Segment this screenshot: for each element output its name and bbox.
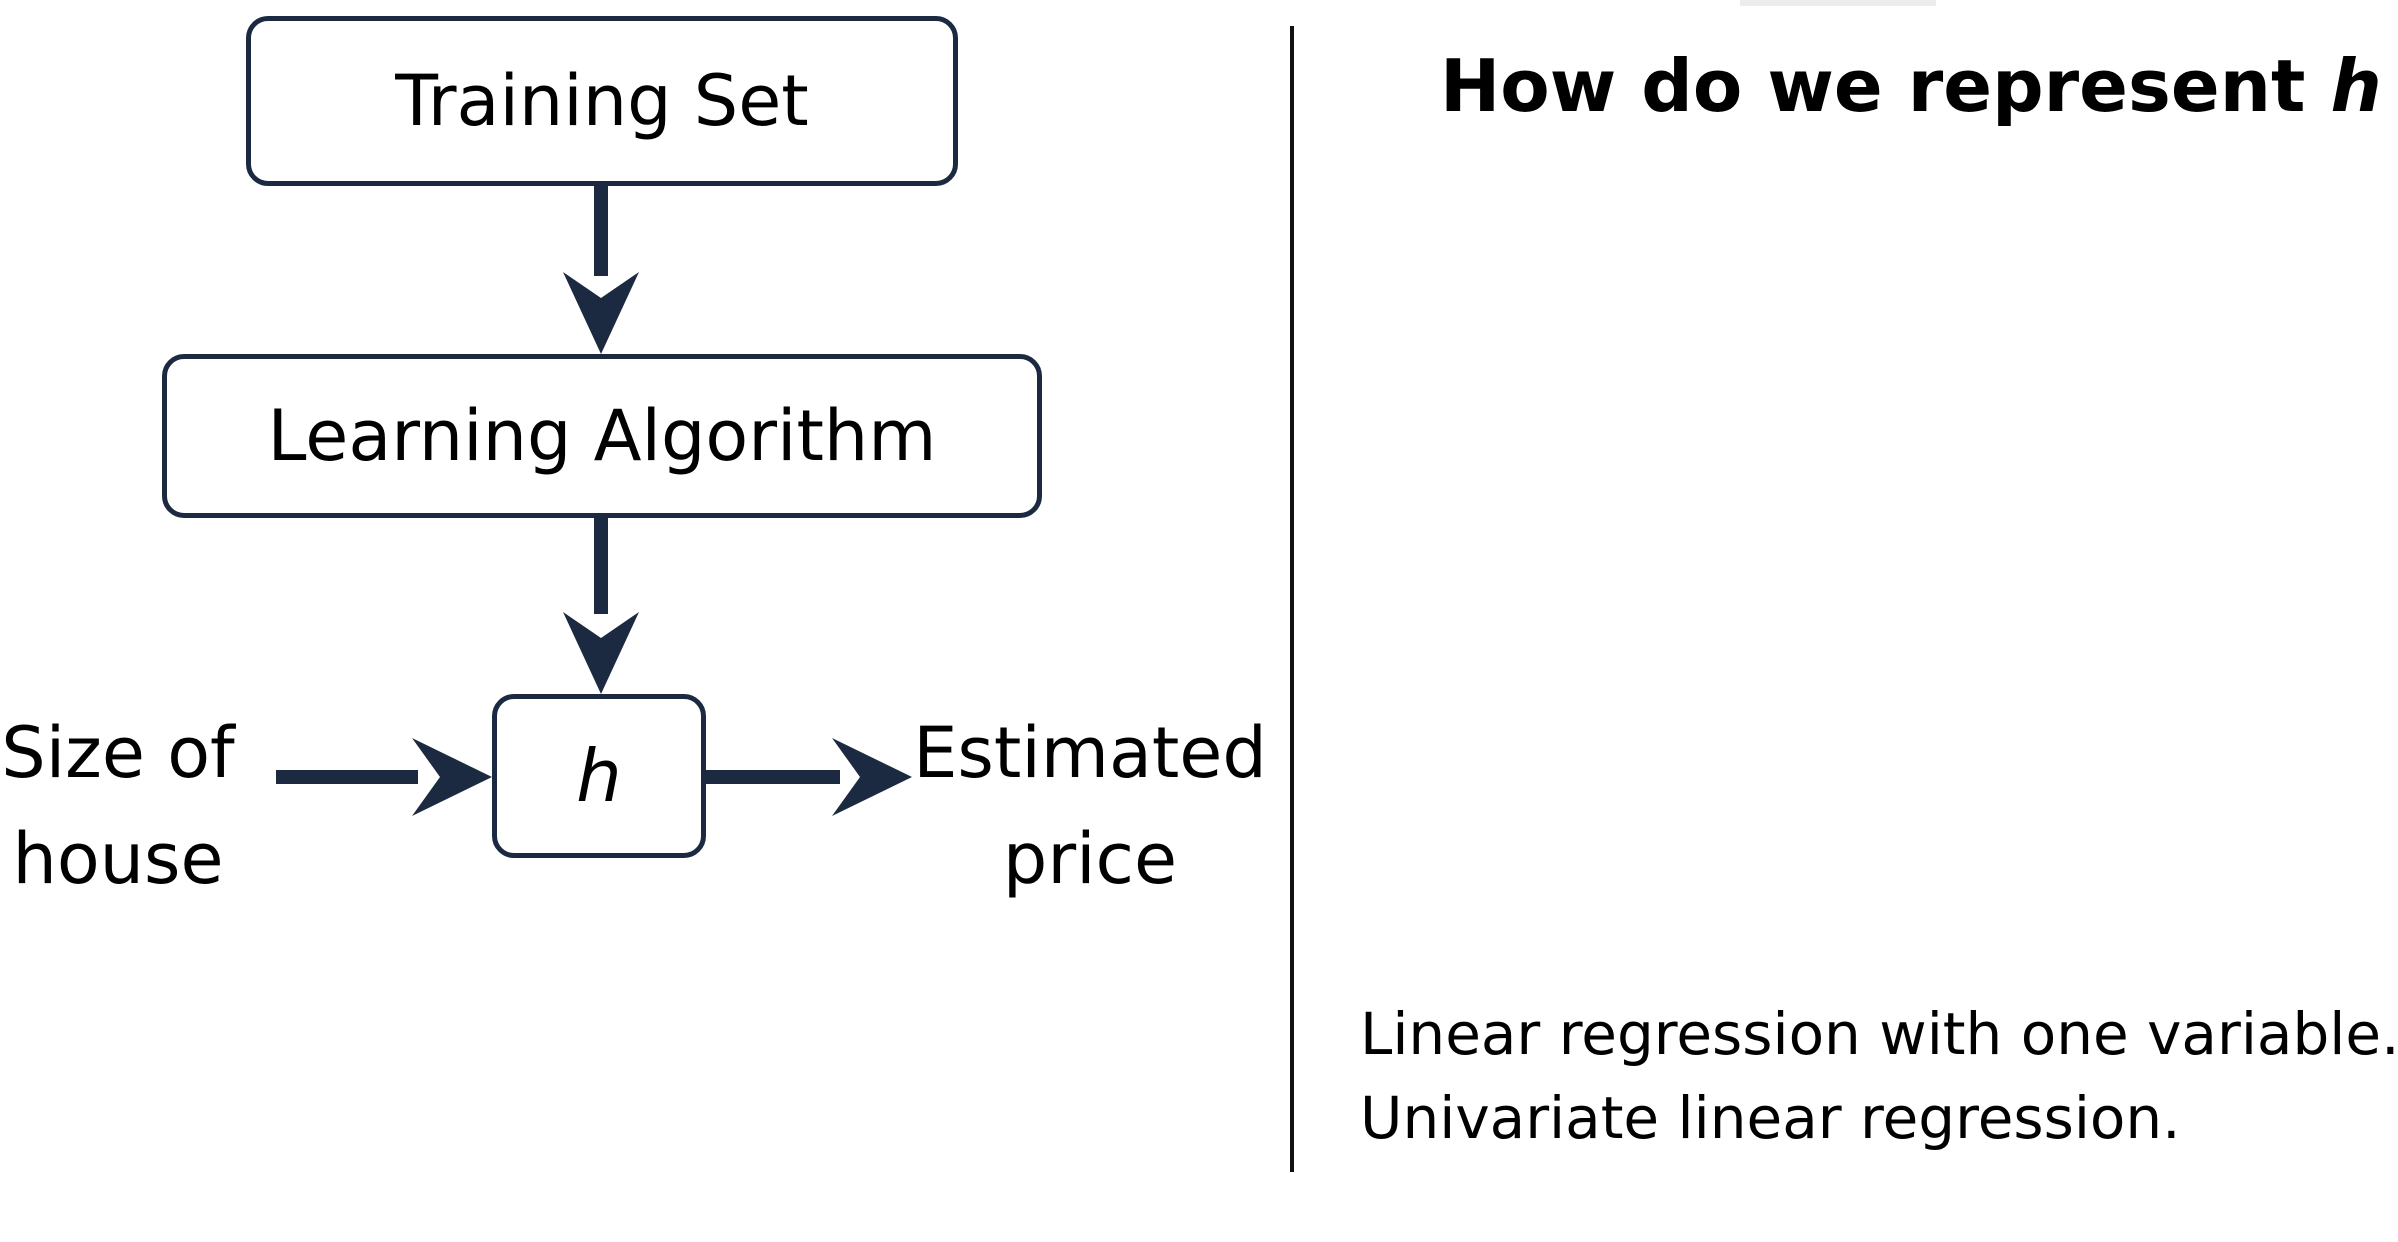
question-heading: How do we represent h ? [1440,44,2390,128]
arrow-learning-to-h-shaft [594,518,608,614]
training-set-node: Training Set [246,16,958,186]
question-suffix: ? [2382,44,2398,128]
training-set-label: Training Set [395,60,809,142]
output-label-estimated-price: Estimated price [913,712,1267,900]
arrow-learning-to-h-head [563,612,639,694]
notes: Linear regression with one variable. Uni… [1360,992,2398,1160]
learning-algorithm-label: Learning Algorithm [267,395,937,477]
arrow-h-to-output-head [832,738,912,816]
arrow-h-to-output-shaft [706,770,840,784]
question-prefix: How do we represent [1440,44,2331,128]
note-line: Univariate linear regression. [1360,1084,2181,1152]
input-label-size-of-house: Size of house [1,712,235,900]
hypothesis-label: h [576,734,622,818]
arrow-training-to-learning-shaft [594,186,608,276]
flow-arrows [276,186,912,816]
arrow-training-to-learning-head [563,272,639,354]
learning-algorithm-node: Learning Algorithm [162,354,1042,518]
arrow-input-to-h-head [412,738,492,816]
question-variable: h [2330,44,2382,128]
hypothesis-node: h [492,694,706,858]
vertical-divider [1290,26,1294,1172]
top-edge-tab [1740,0,1936,6]
note-line: Linear regression with one variable. [1360,1000,2398,1068]
arrow-input-to-h-shaft [276,770,418,784]
